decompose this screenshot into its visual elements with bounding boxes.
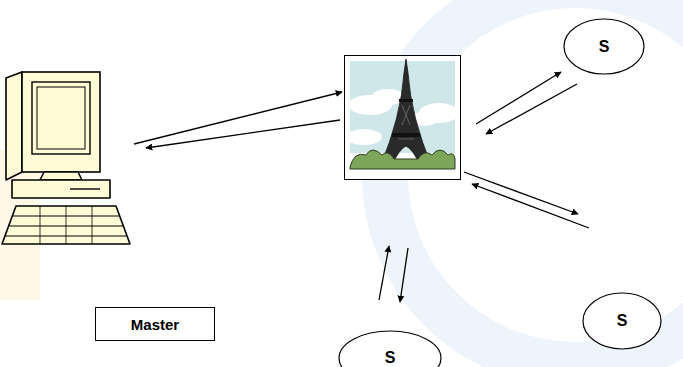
bushes: [350, 150, 455, 169]
connector-arrow: [134, 92, 342, 144]
ellipse-shape: [339, 331, 441, 367]
watermark-ring: [385, 0, 683, 365]
node-letter: S: [582, 292, 662, 350]
monitor-neck: [40, 172, 82, 180]
node-letter: S: [563, 18, 645, 75]
picture-paper: [344, 55, 461, 180]
connector-arrow: [472, 184, 589, 228]
cloud: [372, 89, 404, 105]
slave-node: S: [582, 292, 662, 350]
tower-lattice: [398, 105, 414, 139]
master-computer: Master: [0, 66, 218, 344]
drive-slot: [70, 188, 100, 189]
monitor-screen: [32, 82, 90, 154]
ellipse-shape: [583, 293, 661, 349]
monitor-screen-inner: [37, 87, 85, 149]
ellipse-shape: [564, 19, 644, 74]
connector-arrow: [486, 84, 577, 134]
slave-node: S: [338, 330, 442, 367]
keyboard: [2, 206, 130, 244]
tower-platform: [399, 99, 413, 102]
keyboard-key-line: [92, 206, 93, 244]
node-label: Master: [95, 307, 215, 341]
computer-base: [12, 180, 110, 198]
monitor-side: [6, 72, 22, 180]
computer-icon: [0, 66, 218, 344]
eiffel-tower-picture: [344, 55, 461, 180]
monitor-frame: [22, 72, 100, 172]
tower-platform: [392, 133, 420, 137]
connector-arrow: [379, 246, 389, 300]
connector-arrow: [400, 248, 408, 302]
node-letter: S: [338, 338, 442, 367]
cloud: [346, 129, 382, 145]
connector-arrow: [476, 72, 561, 124]
picture-border: [345, 56, 461, 180]
keyboard-key-line: [40, 206, 41, 244]
eiffel-tower: [380, 59, 432, 167]
connector-arrow: [464, 172, 578, 214]
connector-arrow: [146, 120, 340, 148]
keyboard-key-line: [66, 206, 67, 244]
slave-node: S: [563, 18, 645, 75]
server-picture: [344, 55, 461, 180]
